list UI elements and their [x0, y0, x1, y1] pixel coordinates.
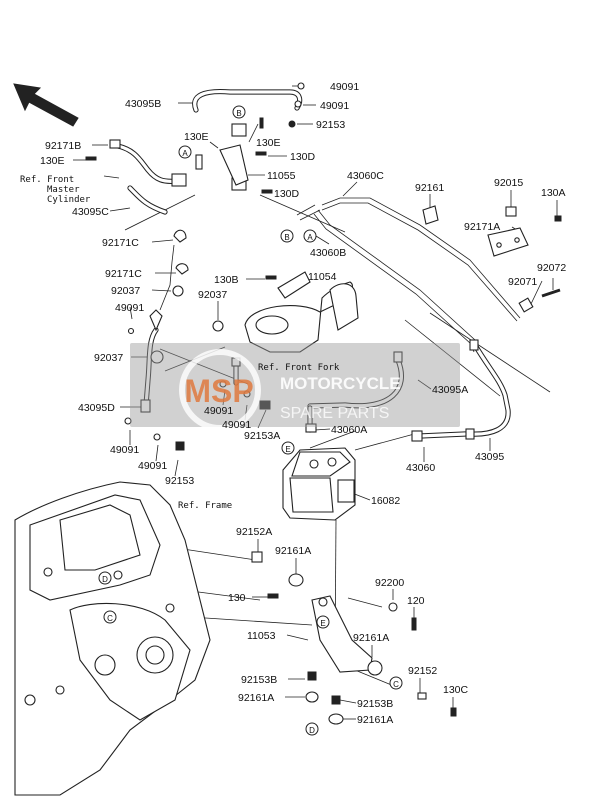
- part-label: 49091: [110, 444, 139, 456]
- svg-text:C: C: [107, 614, 113, 623]
- reference-texts: Ref. Front Master Cylinder Ref. Front Fo…: [20, 175, 340, 511]
- part-label: 92171B: [45, 140, 81, 152]
- direction-arrow-icon: [13, 83, 79, 127]
- svg-text:E: E: [320, 619, 325, 628]
- part-label: 43095: [475, 451, 504, 463]
- part-label: 43095B: [125, 98, 161, 110]
- marker-a-top: A: [178, 145, 192, 159]
- part-label: 92161A: [238, 692, 274, 704]
- part-label: 130E: [256, 137, 281, 149]
- part-label: 130A: [541, 187, 566, 199]
- part-label: 43060C: [347, 170, 384, 182]
- svg-text:D: D: [102, 575, 108, 584]
- marker-d-frame: D: [98, 571, 112, 585]
- watermark-line1: MOTORCYCLE: [280, 374, 401, 393]
- part-label: 92152A: [236, 526, 272, 538]
- reference-markers: A B B A E E C D D C: [98, 105, 403, 736]
- part-label: 92153B: [241, 674, 277, 686]
- components: [14, 82, 562, 796]
- part-label: 92161A: [357, 714, 393, 726]
- marker-b-top: B: [232, 105, 246, 119]
- part-label: 130E: [40, 155, 65, 167]
- watermark: MSP MOTORCYCLE SPARE PARTS: [130, 343, 460, 431]
- svg-text:D: D: [309, 726, 315, 735]
- frame-outline: [14, 481, 211, 796]
- part-label: 92072: [537, 262, 566, 274]
- part-label: 11053: [247, 630, 276, 642]
- watermark-line2: SPARE PARTS: [280, 405, 389, 422]
- part-label: 92171C: [102, 237, 139, 249]
- part-labels: 49091 43095B 49091 92153 92171B 130E 130…: [40, 81, 566, 726]
- part-label: 43060: [406, 462, 435, 474]
- marker-a-mid: A: [303, 229, 317, 243]
- svg-text:A: A: [307, 233, 313, 242]
- svg-text:B: B: [284, 233, 289, 242]
- svg-text:E: E: [285, 445, 290, 454]
- part-label: 92071: [508, 276, 537, 288]
- part-label: 130D: [274, 188, 300, 200]
- part-label: 43060A: [331, 424, 367, 436]
- part-label: 130: [228, 592, 246, 604]
- abs-unit: [282, 447, 356, 521]
- part-label: 49091: [330, 81, 359, 93]
- marker-e-bracket: E: [316, 615, 330, 629]
- part-label: 49091: [204, 405, 233, 417]
- part-label: 92015: [494, 177, 523, 189]
- part-label: 92161: [415, 182, 444, 194]
- brake-pipes: [115, 88, 521, 439]
- part-label: 92037: [94, 352, 123, 364]
- ref-frame: Ref. Frame: [178, 501, 232, 511]
- ref-front-master-cylinder-1: Ref. Front: [20, 175, 74, 185]
- part-label: 92171C: [105, 268, 142, 280]
- part-label: 92161A: [353, 632, 389, 644]
- part-label: 43095C: [72, 206, 109, 218]
- part-label: 92153: [165, 475, 194, 487]
- part-label: 43060B: [310, 247, 346, 259]
- part-label: 92037: [111, 285, 140, 297]
- part-label: 92161A: [275, 545, 311, 557]
- part-label: 11055: [267, 170, 296, 182]
- marker-c-frame: C: [103, 610, 117, 624]
- part-label: 49091: [222, 419, 251, 431]
- marker-c-bracket: C: [389, 676, 403, 690]
- marker-d-bottom: D: [305, 722, 319, 736]
- part-label: 130E: [184, 131, 209, 143]
- part-label: 49091: [115, 302, 144, 314]
- part-label: 92152: [408, 665, 437, 677]
- part-label: 11054: [308, 271, 337, 283]
- part-label: 92153: [316, 119, 345, 131]
- svg-text:B: B: [236, 109, 241, 118]
- svg-text:C: C: [393, 680, 399, 689]
- part-label: 130B: [214, 274, 239, 286]
- ref-front-master-cylinder-2: Master: [47, 185, 80, 195]
- marker-b-mid: B: [280, 229, 294, 243]
- part-label: 16082: [371, 495, 400, 507]
- svg-text:A: A: [182, 149, 188, 158]
- ref-front-master-cylinder-3: Cylinder: [47, 195, 91, 205]
- part-label: 120: [407, 595, 425, 607]
- part-label: 130D: [290, 151, 316, 163]
- ref-front-fork: Ref. Front Fork: [258, 363, 340, 373]
- part-label: 92200: [375, 577, 404, 589]
- part-label: 92171A: [464, 221, 500, 233]
- marker-e-abs: E: [281, 441, 295, 455]
- part-label: 92037: [198, 289, 227, 301]
- part-label: 92153B: [357, 698, 393, 710]
- part-label: 43095D: [78, 402, 115, 414]
- part-label: 49091: [320, 100, 349, 112]
- part-label: 43095A: [432, 384, 468, 396]
- part-label: 92153A: [244, 430, 280, 442]
- part-label: 130C: [443, 684, 469, 696]
- watermark-logo: MSP: [184, 373, 253, 409]
- part-label: 49091: [138, 460, 167, 472]
